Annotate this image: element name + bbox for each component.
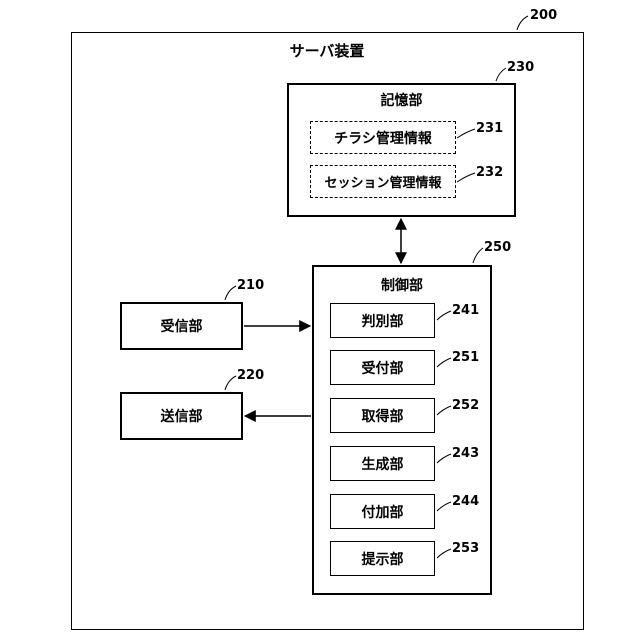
session-management-info-ref: 232 bbox=[476, 165, 503, 180]
generation-unit-box: 生成部 bbox=[330, 446, 435, 481]
flyer-management-info-box: チラシ管理情報 bbox=[310, 121, 456, 154]
leader-200 bbox=[517, 16, 528, 30]
acquisition-unit-box: 取得部 bbox=[330, 398, 435, 433]
presentation-unit-ref: 253 bbox=[452, 541, 479, 556]
control-unit-ref: 250 bbox=[484, 240, 511, 255]
server-device-ref: 200 bbox=[530, 8, 557, 23]
generation-unit-ref: 243 bbox=[452, 446, 479, 461]
acquisition-unit-ref: 252 bbox=[452, 398, 479, 413]
sender-unit-ref: 220 bbox=[237, 368, 264, 383]
control-unit-title: 制御部 bbox=[312, 275, 492, 295]
reception-unit-ref: 251 bbox=[452, 350, 479, 365]
sender-unit-box: 送信部 bbox=[120, 392, 243, 440]
discrimination-unit-ref: 241 bbox=[452, 303, 479, 318]
reception-unit-box: 受付部 bbox=[330, 350, 435, 385]
storage-unit-title: 記憶部 bbox=[287, 90, 516, 110]
addition-unit-ref: 244 bbox=[452, 494, 479, 509]
storage-unit-ref: 230 bbox=[507, 60, 534, 75]
addition-unit-box: 付加部 bbox=[330, 494, 435, 529]
flyer-management-info-ref: 231 bbox=[476, 121, 503, 136]
receiver-unit-ref: 210 bbox=[237, 278, 264, 293]
discrimination-unit-box: 判別部 bbox=[330, 303, 435, 338]
presentation-unit-box: 提示部 bbox=[330, 541, 435, 576]
session-management-info-box: セッション管理情報 bbox=[310, 165, 456, 198]
server-device-title: サーバ装置 bbox=[272, 40, 382, 61]
receiver-unit-box: 受信部 bbox=[120, 302, 243, 350]
